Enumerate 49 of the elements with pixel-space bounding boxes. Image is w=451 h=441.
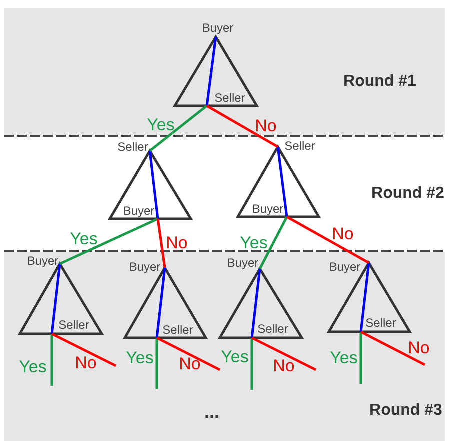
- round-label: Round #2: [372, 186, 444, 202]
- edge-label: Yes: [330, 350, 358, 366]
- branch-line: [360, 330, 426, 366]
- player-label: Buyer: [252, 203, 284, 215]
- edge-label: Yes: [126, 350, 154, 366]
- branch-line: [286, 216, 370, 264]
- edge-label: No: [255, 118, 277, 134]
- edge-label: Yes: [70, 230, 98, 248]
- round-label: Round #1: [344, 74, 416, 90]
- game-triangle: [329, 263, 410, 332]
- player-label: Seller: [258, 323, 288, 335]
- branch-line: [360, 332, 362, 384]
- edge-label: No: [166, 234, 188, 252]
- round-label: Round #3: [370, 403, 442, 419]
- round-band: [4, 252, 445, 441]
- branch-line: [156, 336, 221, 372]
- player-label: Seller: [162, 324, 194, 336]
- player-label: Buyer: [123, 205, 155, 217]
- branch-line: [149, 105, 208, 152]
- edge-label: Yes: [147, 116, 175, 134]
- edge-label: No: [273, 358, 295, 374]
- player-label: Seller: [118, 141, 148, 153]
- player-label: Buyer: [202, 22, 234, 34]
- player-label: Seller: [366, 317, 396, 329]
- branch-line: [258, 216, 288, 270]
- edge-label: No: [75, 354, 97, 372]
- ellipsis-note: ...: [204, 403, 220, 421]
- edge-label: No: [179, 356, 201, 372]
- branch-line: [51, 332, 117, 368]
- player-label: Buyer: [27, 255, 59, 267]
- player-label: Seller: [58, 319, 90, 331]
- branch-line: [156, 218, 166, 268]
- branch-line: [59, 218, 159, 266]
- branch-line: [251, 336, 317, 372]
- edge-label: No: [408, 340, 430, 356]
- player-label: Buyer: [129, 261, 161, 273]
- branch-line: [156, 338, 158, 389]
- round-band: [4, 8, 445, 135]
- edge-label: Yes: [19, 358, 47, 376]
- branch-line: [250, 338, 254, 390]
- player-label: Buyer: [227, 257, 259, 269]
- player-label: Buyer: [329, 261, 361, 273]
- edge-label: Yes: [240, 234, 268, 252]
- branch-line: [206, 104, 279, 148]
- edge-label: No: [332, 226, 354, 242]
- branch-line: [50, 334, 54, 386]
- player-label: Seller: [214, 92, 246, 104]
- player-label: Seller: [284, 140, 316, 152]
- edge-label: Yes: [221, 348, 249, 366]
